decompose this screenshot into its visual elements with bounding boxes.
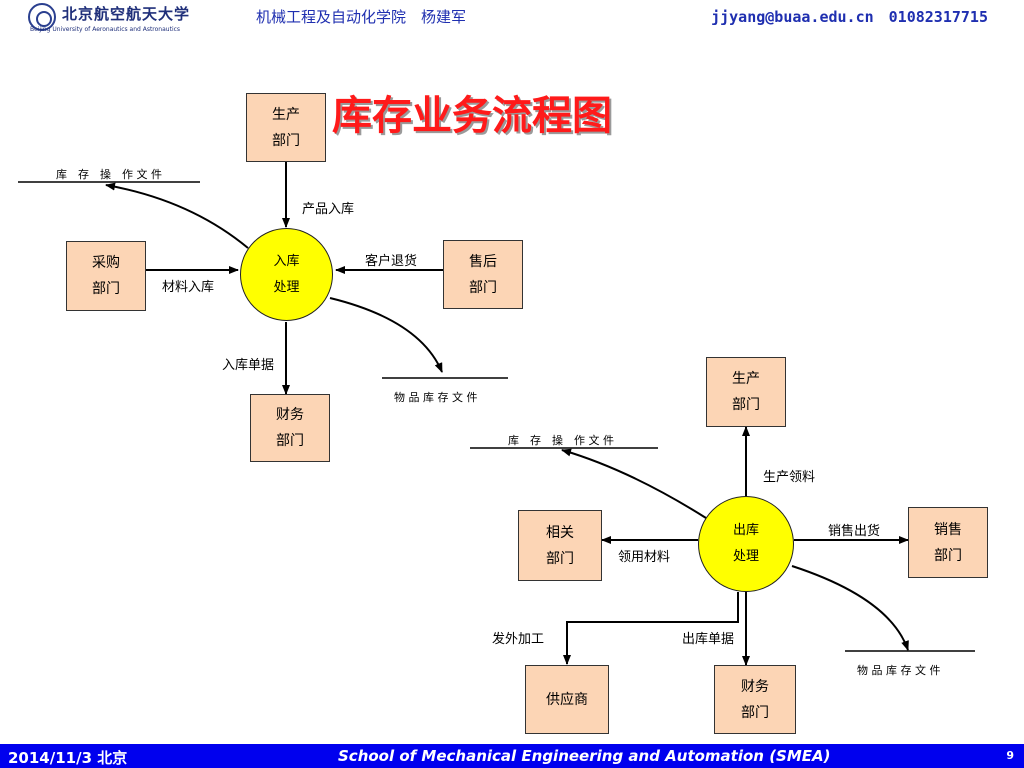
box-line: 部门 (732, 397, 760, 413)
box-line: 部门 (92, 281, 120, 297)
inventory-ops-file-2: 库 存 操 作 文 件 (508, 434, 614, 447)
item-inventory-file-2: 物 品 库 存 文 件 (857, 664, 941, 677)
item-inventory-file-1: 物 品 库 存 文 件 (394, 391, 478, 404)
label-customer-return: 客户退货 (365, 254, 418, 269)
box-line: 销售 (934, 521, 962, 538)
box-line: 生产 (272, 106, 300, 123)
arrow-to-inventory-ops-1 (105, 182, 249, 249)
page-number: 9 (1006, 749, 1014, 762)
slide-header: 北京航空航天大学 Beijing University of Aeronauti… (0, 0, 1024, 34)
school-author: 机械工程及自动化学院 杨建军 (256, 8, 467, 26)
box-line: 部门 (276, 433, 304, 449)
sales-dept-box: 销售部门 (908, 507, 988, 578)
footer-school: School of Mechanical Engineering and Aut… (338, 747, 831, 765)
box-line: 部门 (741, 704, 769, 721)
box-line: 供应商 (546, 691, 588, 708)
university-seal-icon (28, 3, 56, 31)
outbound-process-circle: 出库处理 (698, 496, 794, 592)
label-out-receipt: 出库单据 (682, 632, 735, 647)
label-production-requisition: 生产领料 (763, 470, 816, 485)
process-line: 出库 (732, 523, 759, 538)
box-line: 售后 (469, 253, 497, 270)
contact-info: jjyang@buaa.edu.cn 01082317715 (711, 8, 988, 26)
production-dept-box-2: 生产部门 (706, 357, 786, 427)
finance-dept-box-1: 财务部门 (250, 394, 330, 462)
box-line: 采购 (92, 255, 120, 271)
arrow-to-inventory-ops-2 (561, 448, 707, 519)
logo-english-name: Beijing University of Aeronautics and As… (30, 26, 181, 33)
slide-footer: 2014/11/3 北京 School of Mechanical Engine… (0, 744, 1024, 768)
label-material-in: 材料入库 (162, 280, 215, 295)
related-dept-box: 相关部门 (518, 510, 602, 581)
box-line: 部门 (469, 279, 497, 296)
box-line: 生产 (732, 371, 760, 387)
box-line: 部门 (546, 550, 574, 567)
logo-chinese-name: 北京航空航天大学 (62, 5, 191, 23)
label-material-requisition: 领用材料 (618, 550, 671, 565)
purchasing-dept-box: 采购部门 (66, 241, 146, 311)
box-line: 财务 (741, 678, 769, 695)
box-line: 相关 (546, 524, 574, 541)
arrow-outsourcing (563, 592, 739, 665)
after-sales-dept-box: 售后部门 (443, 240, 523, 309)
process-line: 处理 (273, 279, 300, 295)
production-dept-box-1: 生产部门 (246, 93, 326, 162)
process-line: 处理 (732, 549, 759, 564)
label-sales-out: 销售出货 (828, 524, 881, 539)
finance-dept-box-2: 财务部门 (714, 665, 796, 734)
box-line: 财务 (276, 407, 304, 423)
supplier-box: 供应商 (525, 665, 609, 734)
inbound-process-circle: 入库处理 (240, 228, 333, 321)
box-line: 部门 (934, 547, 962, 564)
box-line: 部门 (272, 132, 300, 149)
process-line: 入库 (273, 253, 300, 269)
arrow-to-item-inventory-2 (791, 565, 909, 651)
label-in-receipt: 入库单据 (222, 358, 275, 373)
label-outsourcing: 发外加工 (492, 632, 545, 647)
label-product-in: 产品入库 (302, 202, 355, 217)
inventory-ops-file-1: 库 存 操 作 文 件 (56, 168, 162, 181)
footer-date-place: 2014/11/3 北京 (8, 749, 128, 767)
slide-title: 库存业务流程图 (332, 93, 612, 139)
university-logo: 北京航空航天大学 Beijing University of Aeronauti… (28, 3, 208, 35)
arrow-to-item-inventory-1 (329, 297, 443, 373)
